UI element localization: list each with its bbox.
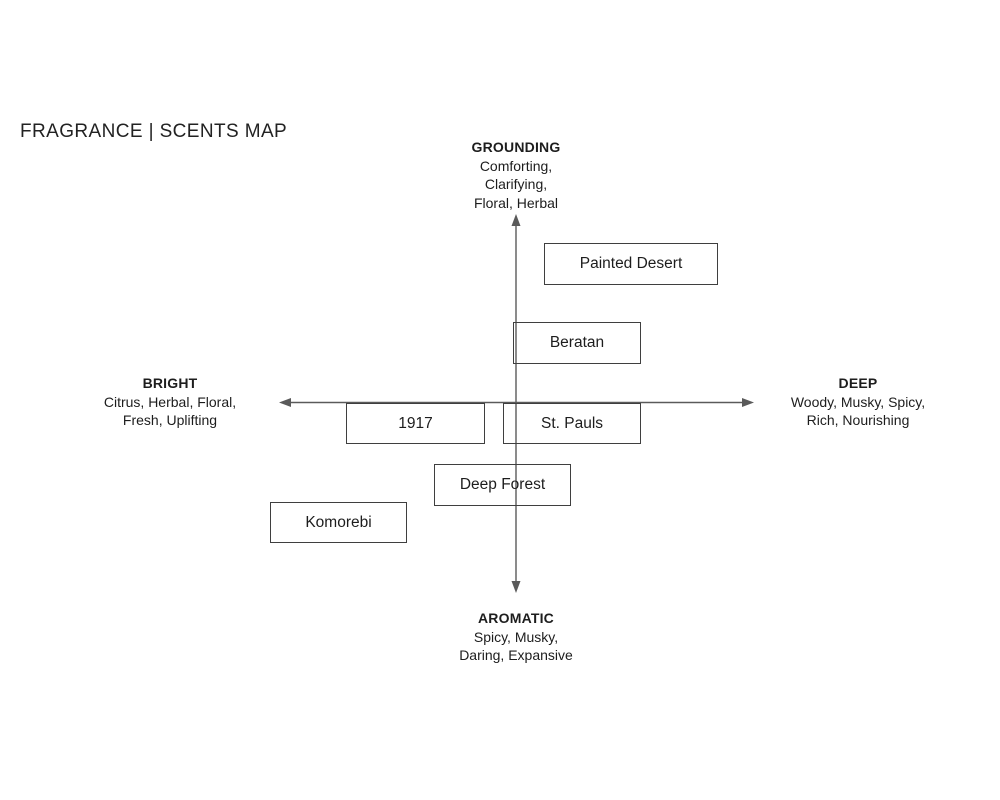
axis-label-deep: DEEP Woody, Musky, Spicy, Rich, Nourishi… [748, 374, 968, 430]
axis-descriptor: Spicy, Musky, [473, 628, 559, 645]
axis-descriptor: Fresh, Uplifting [122, 412, 218, 428]
axis-title: DEEP [838, 375, 878, 391]
axis-label-bright: BRIGHT Citrus, Herbal, Floral, Fresh, Up… [60, 374, 280, 430]
axis-descriptor: Clarifying, [484, 176, 548, 192]
scent-box-deep-forest: Deep Forest [434, 464, 571, 506]
page-title: FRAGRANCE | SCENTS MAP [20, 121, 288, 142]
axis-descriptor: Woody, Musky, Spicy, [790, 393, 926, 410]
scent-box-st-pauls: St. Pauls [503, 403, 641, 444]
axis-descriptor: Comforting, [479, 157, 553, 174]
arrow-up-icon [511, 214, 521, 226]
axis-descriptor: Citrus, Herbal, Floral, [103, 393, 237, 410]
arrow-left-icon [279, 398, 291, 407]
axis-title: BRIGHT [142, 375, 198, 391]
scent-box-painted-desert: Painted Desert [544, 243, 718, 285]
axis-descriptor: Rich, Nourishing [806, 412, 910, 428]
axis-title: AROMATIC [478, 610, 554, 626]
arrow-down-icon [511, 581, 521, 593]
arrow-right-icon [742, 398, 754, 407]
axis-descriptor: Floral, Herbal [473, 194, 559, 211]
axis-descriptor: Daring, Expansive [459, 647, 573, 663]
axis-label-aromatic: AROMATIC Spicy, Musky, Daring, Expansive [406, 609, 626, 665]
scent-box-1917: 1917 [346, 403, 485, 444]
scent-box-beratan: Beratan [513, 322, 641, 364]
scent-box-komorebi: Komorebi [270, 502, 407, 543]
axis-title: GROUNDING [471, 139, 561, 155]
axis-label-grounding: GROUNDING Comforting, Clarifying, Floral… [416, 138, 616, 212]
